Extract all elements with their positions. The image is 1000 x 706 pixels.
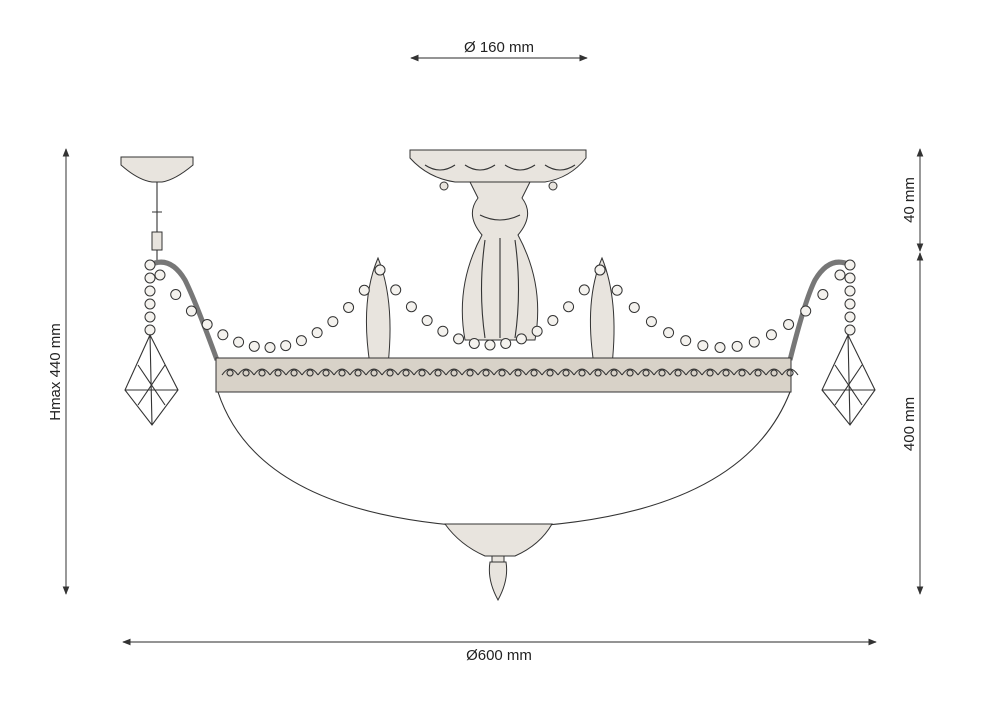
bead [144, 259, 156, 271]
bead [680, 335, 692, 347]
bead [748, 336, 760, 348]
bead [217, 329, 229, 341]
bead [233, 336, 245, 348]
bead [437, 325, 449, 337]
bead [844, 298, 856, 310]
bead [731, 340, 743, 352]
bead [327, 316, 339, 328]
dimension-canopy-height: 40 mm [901, 148, 924, 252]
bead [844, 272, 856, 284]
bead [783, 318, 795, 330]
bead [500, 337, 512, 349]
ceiling-canopy [409, 149, 587, 191]
bead [800, 305, 812, 317]
bead [531, 325, 543, 337]
glass-bowl [217, 391, 791, 529]
bead [374, 264, 386, 276]
decorative-band [215, 357, 799, 393]
bead [594, 264, 606, 276]
bead [515, 333, 527, 345]
bead [421, 315, 433, 327]
bead [611, 284, 623, 296]
dimension-overall-diameter: Ø600 mm [122, 638, 877, 664]
side-canopy [120, 156, 194, 260]
dimension-total-height: Hmax 440 mm [47, 148, 70, 595]
left-arm [148, 259, 220, 361]
dimension-canopy-diameter: Ø 160 mm [410, 39, 588, 62]
bead [358, 284, 370, 296]
bead [563, 301, 575, 313]
dimension-label: Ø 160 mm [464, 39, 534, 56]
leaf-ornament-right [589, 256, 615, 366]
dimension-label: Hmax 440 mm [47, 323, 64, 421]
dimension-label: Ø600 mm [466, 647, 532, 664]
bead [144, 311, 156, 323]
bead-chains [144, 259, 856, 353]
bead [154, 269, 166, 281]
bottom-finial [444, 523, 553, 602]
bead [311, 327, 323, 339]
bead [714, 342, 726, 353]
bead [343, 301, 355, 313]
bead [405, 301, 417, 313]
right-arm [787, 259, 852, 361]
bead [144, 285, 156, 297]
bead [663, 327, 675, 339]
crystal-pendant-left [124, 333, 179, 426]
bead [248, 340, 260, 352]
dimension-body-height: 400 mm [901, 252, 924, 595]
bead [645, 316, 657, 328]
bead [844, 259, 856, 271]
bead [280, 340, 292, 352]
bead [484, 339, 496, 351]
bead [170, 289, 182, 301]
bead [578, 284, 590, 296]
center-stem [461, 181, 539, 341]
bead [697, 340, 709, 352]
bead [144, 298, 156, 310]
bead [844, 285, 856, 297]
bead [264, 342, 276, 353]
bead [844, 324, 856, 336]
bead [201, 318, 213, 330]
bead [844, 311, 856, 323]
dimension-label: 400 mm [901, 397, 918, 451]
bead [453, 333, 465, 345]
crystal-pendant-right [821, 333, 876, 426]
bead [144, 324, 156, 336]
dimension-label: 40 mm [901, 177, 918, 223]
bead [628, 301, 640, 313]
bead [468, 337, 480, 349]
bead [834, 269, 846, 281]
bead [185, 305, 197, 317]
leaf-ornament-left [365, 256, 391, 366]
bead [295, 335, 307, 347]
bead [817, 289, 829, 301]
bead [144, 272, 156, 284]
bead [547, 315, 559, 327]
bead [390, 284, 402, 296]
bead [765, 329, 777, 341]
